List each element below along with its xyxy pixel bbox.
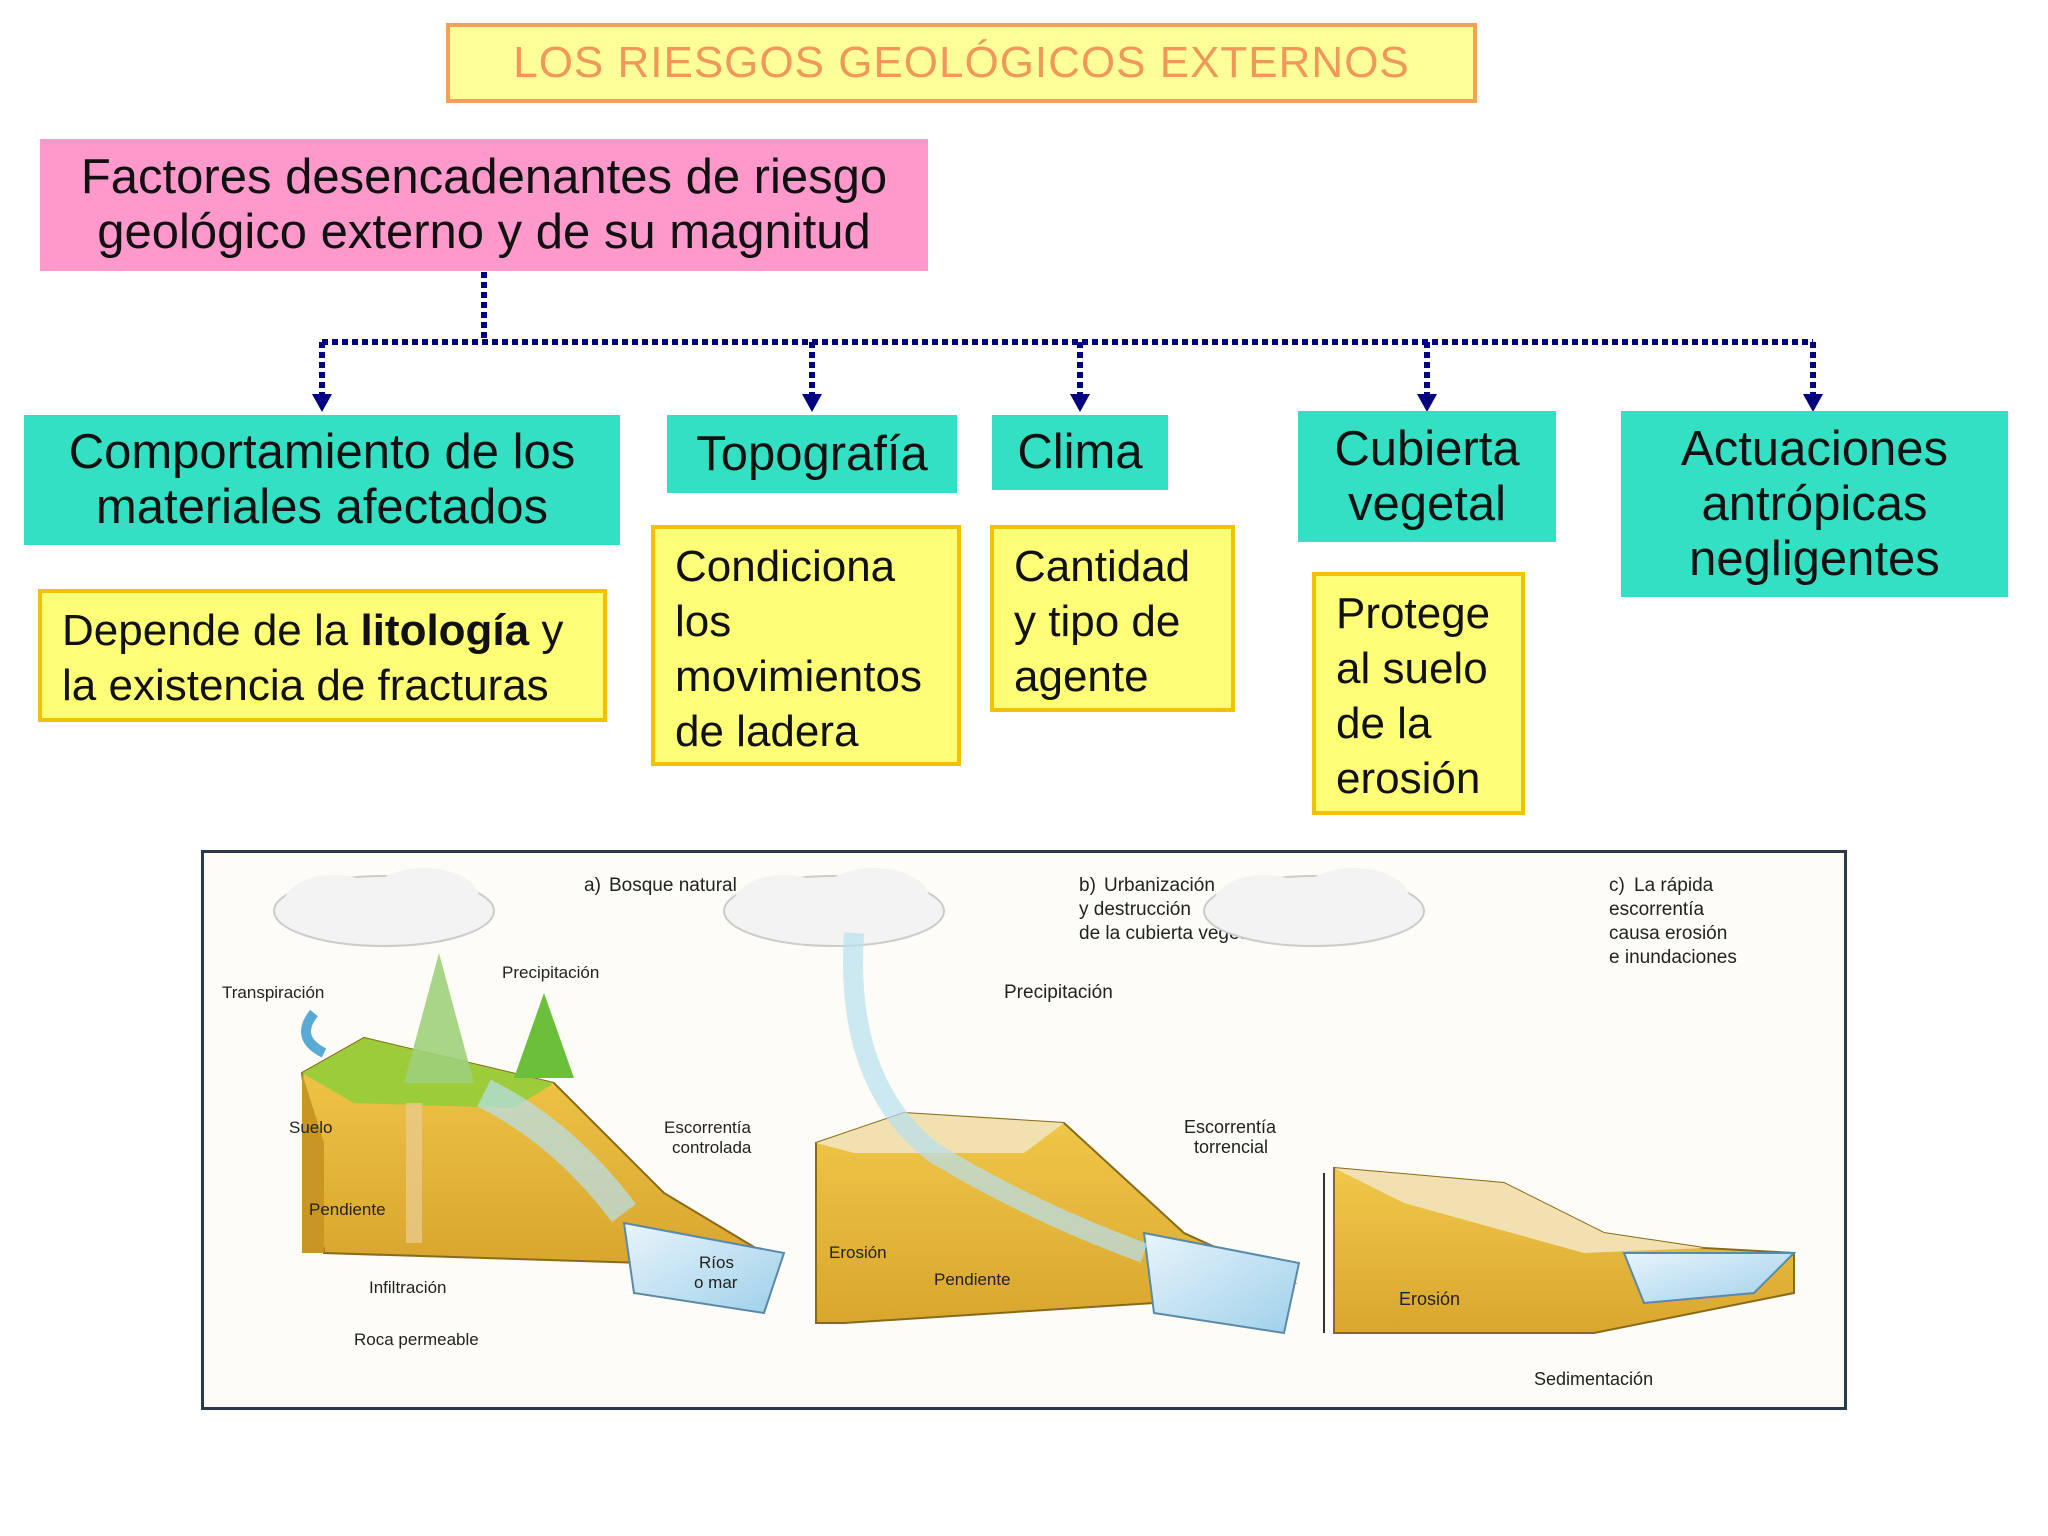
arrow-head-1 [312, 394, 332, 412]
label-suelo: Suelo [289, 1118, 332, 1137]
category-clima: Clima [992, 415, 1168, 490]
panel-c-caption-1: La rápida [1634, 875, 1714, 896]
category-clima-label: Clima [1017, 425, 1142, 480]
label-rios: Ríos [699, 1253, 734, 1272]
panel-a-caption-letter: a) [584, 875, 601, 896]
description-clima-line-2: y tipo de [1014, 594, 1211, 649]
panel-c: c) La rápida escorrentía causa erosión e… [1204, 868, 1794, 1389]
description-topografia-line-1: Condiciona [675, 539, 937, 594]
arrow-head-5 [1803, 394, 1823, 412]
panel-b: b) Urbanización y destrucción de la cubi… [724, 868, 1299, 1333]
category-materiales-line-1: Comportamiento de los [69, 425, 576, 480]
description-clima: Cantidad y tipo de agente [990, 525, 1235, 712]
label-escorrentia-a-1: Escorrentía [664, 1118, 751, 1137]
category-actuaciones: Actuaciones antrópicas negligentes [1621, 411, 2008, 597]
description-materiales-bold: litología [360, 606, 529, 655]
description-clima-line-1: Cantidad [1014, 539, 1211, 594]
description-topografia: Condiciona los movimientos de ladera [651, 525, 961, 766]
panel-b-caption-1: Urbanización [1104, 875, 1215, 896]
panel-c-caption-4: e inundaciones [1609, 947, 1737, 968]
category-actuaciones-line-1: Actuaciones [1681, 422, 1948, 477]
connector-lines [0, 0, 2048, 420]
category-cubierta-line-1: Cubierta [1334, 422, 1519, 477]
label-erosion-c: Erosión [1399, 1289, 1460, 1309]
water-b [1144, 1233, 1299, 1333]
label-precipitacion-b: Precipitación [1004, 982, 1113, 1003]
description-materiales: Depende de la litología y la existencia … [38, 589, 607, 722]
panel-c-caption-letter: c) [1609, 875, 1625, 896]
description-cubierta-line-1: Protege [1336, 586, 1501, 641]
tree-a1 [404, 953, 474, 1083]
label-roca-permeable: Roca permeable [354, 1330, 479, 1349]
illustration-svg: a) Bosque natural Transpiración Precipit… [204, 853, 1844, 1407]
arrow-head-4 [1417, 394, 1437, 412]
label-pendiente-b: Pendiente [934, 1270, 1011, 1289]
description-topografia-line-2: los [675, 594, 937, 649]
description-topografia-line-4: de ladera [675, 704, 937, 759]
category-cubierta-line-2: vegetal [1334, 477, 1519, 532]
description-materiales-text-1: Depende de la [62, 606, 360, 655]
tree-a2 [514, 993, 574, 1078]
panel-a-caption: Bosque natural [609, 875, 737, 896]
label-pendiente-a: Pendiente [309, 1200, 386, 1219]
erosion-illustration: a) Bosque natural Transpiración Precipit… [201, 850, 1847, 1410]
category-actuaciones-line-3: negligentes [1681, 532, 1948, 587]
arrow-head-3 [1070, 394, 1090, 412]
label-infiltracion: Infiltración [369, 1278, 446, 1297]
label-escorrentia-a-2: controlada [672, 1138, 752, 1157]
description-cubierta-vegetal: Protege al suelo de la erosión [1312, 572, 1525, 815]
category-cubierta-vegetal: Cubierta vegetal [1298, 411, 1556, 542]
arrow-head-2 [802, 394, 822, 412]
description-cubierta-line-3: de la [1336, 696, 1501, 751]
label-erosion-b: Erosión [829, 1243, 887, 1262]
category-actuaciones-line-2: antrópicas [1681, 477, 1948, 532]
category-materiales: Comportamiento de los materiales afectad… [24, 415, 620, 545]
description-clima-line-3: agente [1014, 649, 1211, 704]
description-cubierta-line-2: al suelo [1336, 641, 1501, 696]
panel-a: a) Bosque natural Transpiración Precipit… [222, 868, 784, 1349]
panel-b-caption-letter: b) [1079, 875, 1096, 896]
label-escorrentia-b-2: torrencial [1194, 1137, 1268, 1157]
panel-c-caption-2: escorrentía [1609, 899, 1704, 920]
panel-b-caption-2: y destrucción [1079, 899, 1191, 920]
category-materiales-line-2: materiales afectados [69, 480, 576, 535]
category-topografia: Topografía [667, 415, 957, 493]
label-sedimentacion: Sedimentación [1534, 1369, 1653, 1389]
label-precipitacion-a: Precipitación [502, 963, 599, 982]
description-cubierta-line-4: erosión [1336, 751, 1501, 806]
description-topografia-line-3: movimientos [675, 649, 937, 704]
category-topografia-label: Topografía [696, 427, 928, 482]
label-escorrentia-b-1: Escorrentía [1184, 1117, 1277, 1137]
panel-c-caption-3: causa erosión [1609, 923, 1727, 944]
label-transpiracion: Transpiración [222, 983, 324, 1002]
label-o-mar: o mar [694, 1273, 738, 1292]
